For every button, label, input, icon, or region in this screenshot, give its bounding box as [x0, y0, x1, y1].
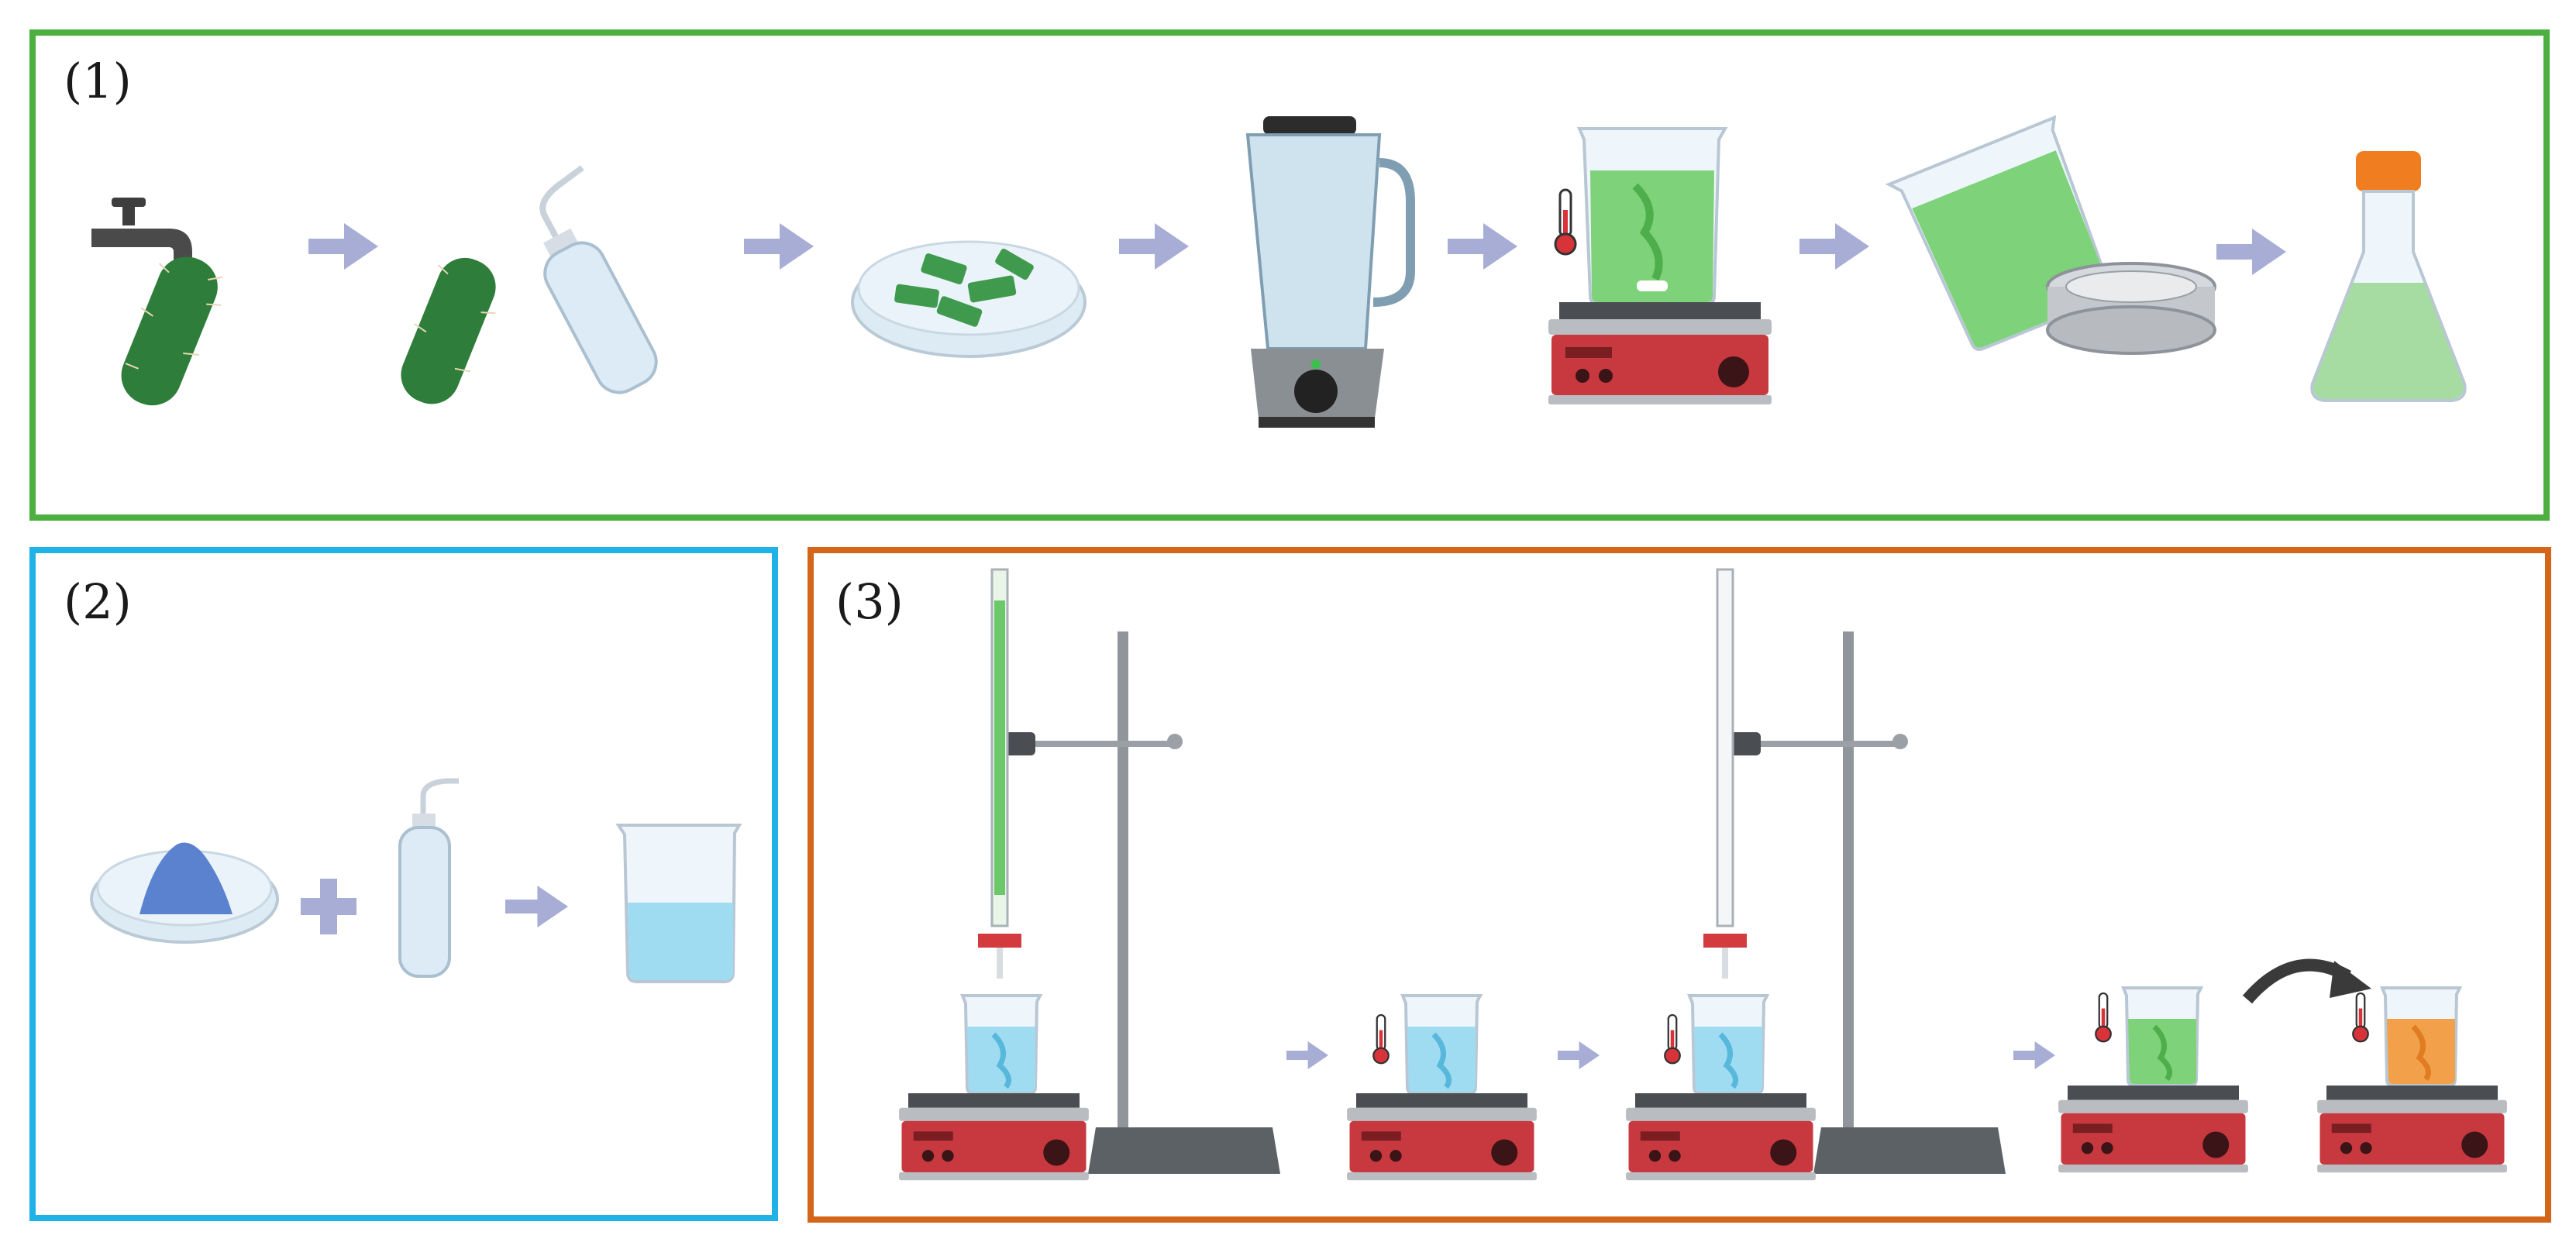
hotplate-beaker-icon-b: [1347, 994, 1537, 1181]
arrow-1: [308, 223, 378, 270]
arrow-6: [2216, 229, 2286, 275]
hotplate-beaker-icon-c: [1626, 994, 1816, 1181]
panel-1-label: (1): [64, 53, 132, 109]
plus-icon: [301, 879, 356, 934]
hotplate-beaker-icon-d: [2058, 986, 2248, 1173]
arrow-2: [744, 223, 814, 270]
erlenmeyer-flask-icon: [2310, 151, 2467, 402]
beaker-icon: [615, 824, 742, 983]
hotplate-beaker-icon-a: [899, 994, 1089, 1181]
wash-bottle-icon-2: [398, 778, 459, 978]
thermometer-icon-3: [1664, 1013, 1681, 1065]
arrow-5: [1799, 223, 1869, 270]
hotplate-beaker-icon: [1548, 127, 1772, 404]
hotplate-beaker-icon-e: [2317, 986, 2507, 1173]
arrow-9: [1558, 1041, 1600, 1069]
burette-stand-icon: [978, 568, 1280, 1174]
petri-dish-icon: [851, 240, 1087, 358]
wash-bottle-icon: [507, 167, 685, 401]
sieve-icon: [2046, 262, 2216, 355]
arrow-4: [1448, 223, 1517, 270]
panel-2: (2): [29, 547, 778, 1221]
cactus-icon: [121, 256, 222, 406]
panel-3-label: (3): [835, 573, 904, 630]
thermometer-icon-5: [2352, 992, 2369, 1043]
petri-dish-powder-icon: [90, 842, 279, 944]
blender-icon: [1245, 116, 1415, 428]
cactus-icon-2: [401, 257, 496, 404]
arrow-7: [505, 886, 568, 927]
arrow-10: [2013, 1041, 2055, 1069]
burette-stand-icon-2: [1703, 568, 2006, 1174]
panel-3: (3): [808, 547, 2551, 1223]
curved-arrow-icon: [2242, 958, 2371, 1004]
panel-2-label: (2): [64, 573, 132, 630]
arrow-8: [1286, 1041, 1328, 1069]
thermometer-icon-2: [1372, 1013, 1390, 1065]
panel-1: (1): [29, 29, 2550, 521]
thermometer-icon: [1554, 188, 1577, 256]
arrow-3: [1119, 223, 1189, 270]
thermometer-icon-4: [2095, 992, 2112, 1043]
